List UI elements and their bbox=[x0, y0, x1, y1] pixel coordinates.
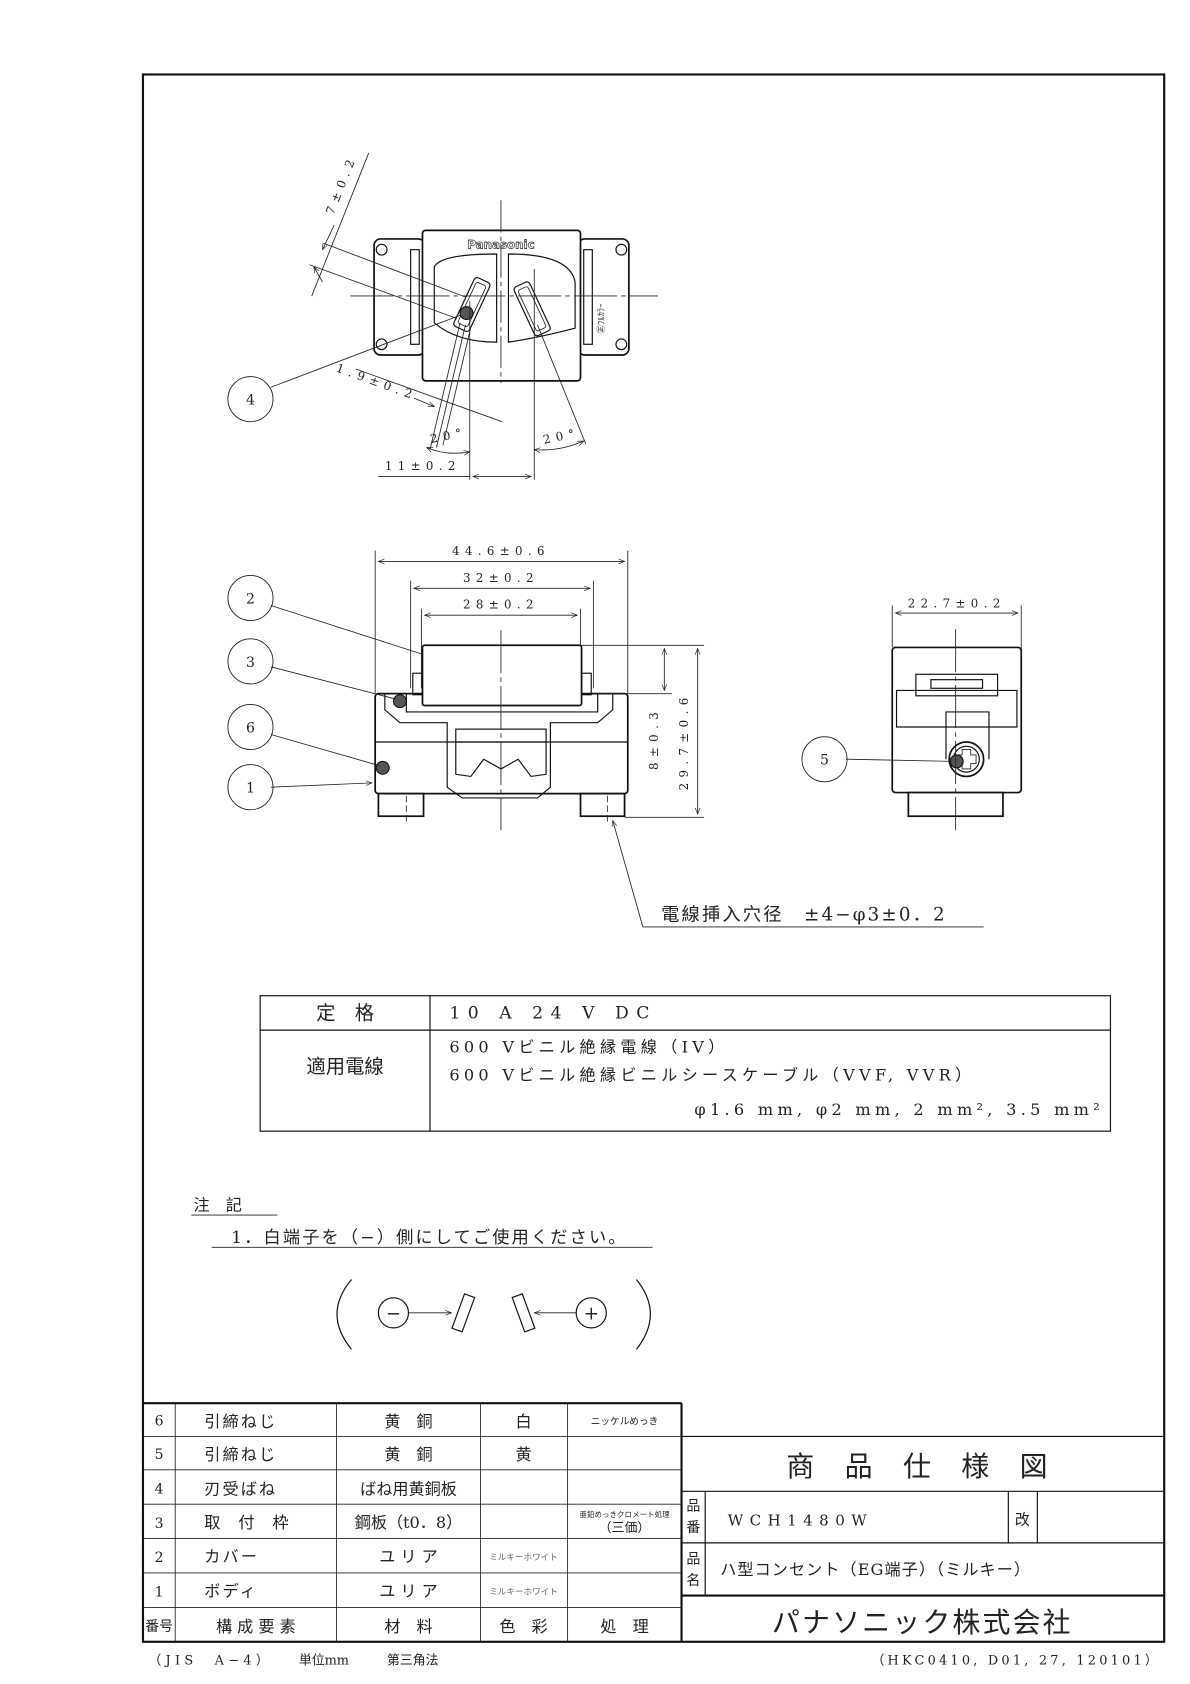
spec-table: 定 格 10 A 24 V DC 適用電線 600 Vビニル絶縁電線（IV） 6… bbox=[259, 995, 1112, 1132]
label-text: 2 bbox=[246, 591, 255, 607]
label-text: ユ リ ア bbox=[379, 1547, 438, 1566]
side-view: 22.7±0.2 5 bbox=[801, 597, 1023, 831]
rating-label: 定 格 bbox=[316, 1001, 374, 1024]
balloon-6: 6 bbox=[227, 703, 274, 750]
document-title: 商 品 仕 様 図 bbox=[786, 1450, 1058, 1483]
dim-height-29-7: 29.7±0.6 bbox=[677, 692, 691, 790]
balloon-2: 2 bbox=[227, 574, 274, 621]
wire-line-2: 600 Vビニル絶縁ビニルシースケーブル（VVF, VVR） bbox=[449, 1066, 975, 1085]
label-text: 2 bbox=[155, 1550, 164, 1566]
label-text: 構 成 要 素 bbox=[216, 1617, 296, 1636]
label-text: 処 理 bbox=[600, 1617, 648, 1636]
label-text: 取 付 枠 bbox=[204, 1513, 295, 1532]
balloon-4: 4 bbox=[227, 376, 274, 423]
parts-table-header: 番号 構 成 要 素 材 料 色 彩 処 理 bbox=[145, 1617, 649, 1636]
label-text: 刃受ばね bbox=[204, 1480, 277, 1499]
label-text: 鋼板（t0．8） bbox=[355, 1513, 463, 1532]
parts-row: 5 引締ねじ 黄 銅 黄 bbox=[155, 1445, 532, 1464]
front-view: 44.6±0.6 32±0.2 28±0.2 8±0.3 29.7±0.6 bbox=[227, 544, 984, 928]
unit-label: 単位mm bbox=[299, 1652, 349, 1668]
dim-width-32: 32±0.2 bbox=[463, 571, 539, 585]
label-text: 1 bbox=[246, 781, 255, 797]
label-text: ユ リ ア bbox=[379, 1582, 438, 1601]
label-text: 5 bbox=[820, 753, 829, 769]
label-text: 材 料 bbox=[384, 1617, 432, 1636]
balloon-3: 3 bbox=[227, 638, 274, 685]
label-text: 5 bbox=[155, 1447, 164, 1463]
label-text: 白 bbox=[515, 1412, 531, 1431]
label-text: ミルキーホワイト bbox=[489, 1552, 558, 1563]
balloon-1: 1 bbox=[227, 764, 274, 811]
label-text: 黄 bbox=[515, 1445, 531, 1464]
label-text: ばね用黄銅板 bbox=[360, 1480, 457, 1499]
label-text: 亜鉛めっきクロメート処理 bbox=[579, 1509, 670, 1519]
label-text: 黄 銅 bbox=[384, 1445, 432, 1464]
dim-width-28: 28±0.2 bbox=[463, 598, 539, 612]
wire-label: 適用電線 bbox=[306, 1055, 383, 1078]
label-text: 1 bbox=[155, 1585, 164, 1601]
drawing-frame bbox=[141, 73, 1166, 1643]
label-text: + bbox=[584, 1303, 599, 1324]
parts-row: 4 刃受ばね ばね用黄銅板 bbox=[155, 1480, 457, 1499]
dim-spacing-11: 11±0.2 bbox=[385, 459, 461, 473]
minus-terminal-icon: − bbox=[377, 1297, 410, 1329]
label-text: ミルキーホワイト bbox=[489, 1586, 558, 1597]
dim-angle-right: 20° bbox=[542, 425, 581, 446]
label-text: 番号 bbox=[145, 1619, 173, 1635]
label-text: − bbox=[386, 1303, 401, 1324]
balloon-5: 5 bbox=[801, 736, 848, 783]
dim-width-44-6: 44.6±0.6 bbox=[452, 544, 550, 558]
label-text: 6 bbox=[246, 720, 255, 736]
projection-label: 第三角法 bbox=[387, 1653, 439, 1668]
label-text: （三価） bbox=[599, 1521, 651, 1536]
label-text: 3 bbox=[155, 1516, 164, 1532]
label-text: 3 bbox=[246, 655, 255, 671]
brand-logo: Panasonic bbox=[467, 238, 534, 252]
parts-row: 1 ボディ ユ リ ア ミルキーホワイト bbox=[155, 1582, 558, 1601]
plus-terminal-icon: + bbox=[575, 1297, 607, 1329]
label-text: 名 bbox=[686, 1573, 700, 1589]
title-block: 商 品 仕 様 図 品 番 WCH1480W 改 品 名 ハ型コンセント（EG端… bbox=[681, 1435, 1165, 1639]
document-code: （HKC0410, D01, 27, 120101） bbox=[871, 1653, 1161, 1668]
note-1: 1．白端子を（−）側にしてご使用ください。 bbox=[231, 1227, 628, 1248]
label-text: 引締ねじ bbox=[204, 1445, 277, 1464]
wire-line-1: 600 Vビニル絶縁電線（IV） bbox=[449, 1038, 728, 1057]
dim-depth-22-7: 22.7±0.2 bbox=[908, 597, 1006, 611]
dim-offset-1-9: 1.9±0.2 bbox=[334, 361, 419, 403]
notes: 注 記 1．白端子を（−）側にしてご使用ください。 − + bbox=[191, 1196, 653, 1350]
label-text: 6 bbox=[155, 1414, 164, 1430]
dim-height-8: 8±0.3 bbox=[647, 707, 661, 770]
label-text: カバー bbox=[204, 1547, 259, 1566]
label-text: 品 bbox=[686, 1551, 700, 1567]
wire-hole-note: 電線挿入穴径 ±4−φ3±0．2 bbox=[661, 904, 947, 925]
label-text: 4 bbox=[155, 1481, 164, 1497]
paper-size: （JIS A−4） bbox=[148, 1653, 273, 1668]
parts-row: 6 引締ねじ 黄 銅 白 ニッケルめっき bbox=[155, 1412, 659, 1431]
polarity-diagram: − + bbox=[336, 1279, 651, 1350]
label-text: ボディ bbox=[204, 1582, 258, 1601]
dim-pitch-7: 7±0.2 bbox=[323, 153, 360, 217]
part-number: WCH1480W bbox=[728, 1512, 873, 1530]
rating-value: 10 A 24 V DC bbox=[449, 1003, 657, 1023]
label-text: 品 bbox=[686, 1499, 700, 1515]
parts-table bbox=[142, 1402, 683, 1642]
label-text: ニッケルめっき bbox=[591, 1417, 659, 1428]
label-text: 色 彩 bbox=[499, 1617, 547, 1636]
product-name: ハ型コンセント（EG端子）（ミルキー） bbox=[720, 1560, 1031, 1579]
label-text: 4 bbox=[246, 392, 255, 408]
parts-row: 2 カバー ユ リ ア ミルキーホワイト bbox=[155, 1547, 558, 1566]
company-name: パナソニック株式会社 bbox=[772, 1606, 1073, 1639]
wire-line-3: φ1.6 mm, φ2 mm, 2 mm², 3.5 mm² bbox=[694, 1100, 1104, 1119]
label-text: 番 bbox=[686, 1520, 700, 1536]
approval-mark: ㊣ﾌﾙｶﾗｰ bbox=[596, 304, 607, 334]
revision-label: 改 bbox=[1015, 1511, 1030, 1529]
top-view: Panasonic ㊣ﾌﾙｶﾗｰ 7±0.2 1.9±0.2 20° 20° 1… bbox=[227, 153, 658, 480]
label-text: 黄 銅 bbox=[384, 1412, 432, 1431]
label-text: 引締ねじ bbox=[204, 1412, 277, 1431]
parts-row: 3 取 付 枠 鋼板（t0．8） 亜鉛めっきクロメート処理 （三価） bbox=[155, 1509, 670, 1536]
notes-title: 注 記 bbox=[193, 1196, 241, 1215]
